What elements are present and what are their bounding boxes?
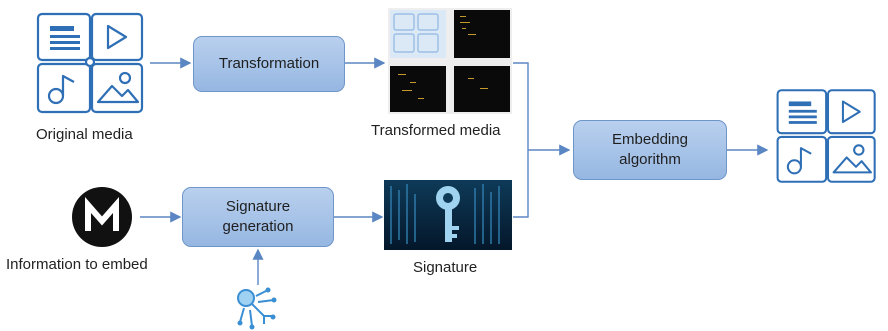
original-media-label: Original media bbox=[36, 126, 133, 143]
circuit-key-icon bbox=[237, 287, 277, 330]
signature-generation-line2: generation bbox=[222, 218, 294, 235]
signature-label: Signature bbox=[413, 259, 478, 276]
transformation-box: Transformation bbox=[193, 36, 345, 92]
information-to-embed-label: Information to embed bbox=[6, 256, 148, 273]
merge-line bbox=[513, 62, 529, 218]
embedding-algorithm-box: Embedding algorithm bbox=[573, 120, 727, 180]
signature-generation-line1: Signature bbox=[225, 198, 291, 215]
transformed-media-label: Transformed media bbox=[371, 122, 501, 139]
transformation-label: Transformation bbox=[218, 55, 320, 72]
transformed-media-icon bbox=[388, 8, 512, 114]
embedding-line1: Embedding bbox=[612, 131, 688, 148]
signature-image-icon bbox=[384, 180, 512, 250]
output-media-icon bbox=[776, 89, 876, 183]
original-media-icon bbox=[36, 12, 144, 114]
embedding-line2: algorithm bbox=[619, 151, 681, 168]
m-logo-icon bbox=[72, 187, 132, 247]
signature-generation-box: Signature generation bbox=[182, 187, 334, 247]
